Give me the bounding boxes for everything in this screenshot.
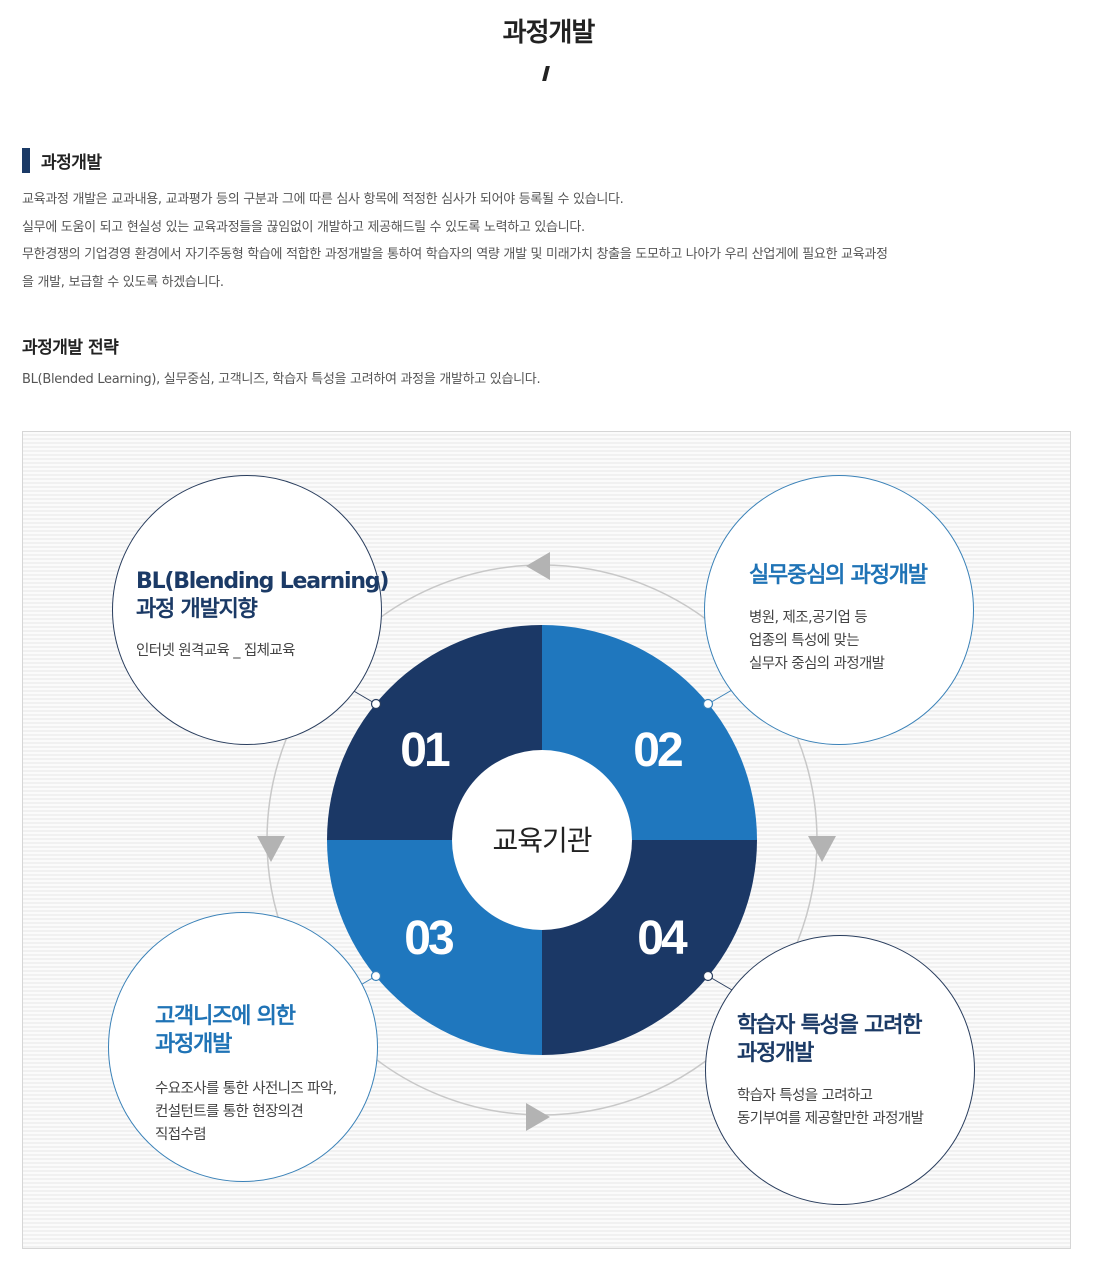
section-heading: 과정개발 [22,147,102,173]
strategy-title: 과정개발 전략 [22,338,119,358]
bubble-04-desc-line-2: 동기부여를 제공할만한 과정개발 [737,1111,924,1127]
arrow-down-right-icon [808,836,836,862]
bubble-03-description: 수요조사를 통한 사전니즈 파악, 컨설턴트를 통한 현장의견 직접수렴 [155,1078,337,1147]
bubble-04-title: 학습자 특성을 고려한 과정개발 [737,1012,922,1068]
intro-paragraph-2: 실무에 도움이 되고 현실성 있는 교육과정들을 끊임없이 개발하고 제공해드릴… [22,219,585,235]
bubble-01-title-line-2: 과정 개발지향 [136,597,258,622]
quadrant-number-01: 01 [400,724,450,777]
section-heading-bar [22,147,30,173]
bubble-02-description: 병원, 제조,공기업 등 업종의 특성에 맞는 실무자 중심의 과정개발 [749,607,885,676]
connector-dot-02 [702,698,714,710]
arrow-bottom-right-icon [526,1103,550,1131]
bubble-02-desc-line-3: 실무자 중심의 과정개발 [749,656,885,672]
bubble-04-title-line-1: 학습자 특성을 고려한 [737,1013,922,1038]
page-title: 과정개발 [502,18,596,48]
bubble-03-title-line-1: 고객니즈에 의한 [155,1004,296,1029]
connector-dot-03 [370,970,382,982]
bubble-02-title: 실무중심의 과정개발 [749,562,928,590]
intro-paragraph-3: 무한경쟁의 기업경영 환경에서 자기주동형 학습에 적합한 과정개발을 통하여 … [22,247,888,262]
bubble-02-title-line-1: 실무중심의 과정개발 [749,563,928,588]
quadrant-number-03: 03 [404,912,453,965]
arrow-top-left-icon [526,552,550,580]
bubble-04: 학습자 특성을 고려한 과정개발 학습자 특성을 고려하고 동기부여를 제공할만… [705,935,975,1205]
bubble-04-title-line-2: 과정개발 [737,1041,814,1066]
intro-text: 교육과정 개발은 교과내용, 교과평가 등의 구분과 그에 따른 심사 항목에 … [22,186,1077,296]
bubble-03-title-line-2: 과정개발 [155,1032,232,1057]
strategy-description: BL(Blended Learning), 실무중심, 고객니즈, 학습자 특성… [22,372,541,387]
bubble-03-title: 고객니즈에 의한 과정개발 [155,1003,296,1059]
bubble-04-description: 학습자 특성을 고려하고 동기부여를 제공할만한 과정개발 [737,1085,924,1131]
bubble-02: 실무중심의 과정개발 병원, 제조,공기업 등 업종의 특성에 맞는 실무자 중… [704,475,974,745]
quadrant-number-04: 04 [637,912,688,965]
connector-dot-04 [702,970,714,982]
intro-paragraph-1: 교육과정 개발은 교과내용, 교과평가 등의 구분과 그에 따른 심사 항목에 … [22,192,624,207]
bubble-01: BL(Blending Learning) 과정 개발지향 인터넷 원격교육 _… [112,475,389,745]
bubble-03: 고객니즈에 의한 과정개발 수요조사를 통한 사전니즈 파악, 컨설턴트를 통한… [108,912,378,1182]
quadrant-number-02: 02 [633,724,682,777]
bubble-02-desc-line-2: 업종의 특성에 맞는 [749,633,860,649]
bubble-02-desc-line-1: 병원, 제조,공기업 등 [749,610,868,626]
bubble-01-title-line-1: BL(Blending Learning) [136,569,389,594]
bubble-01-desc-line-1: 인터넷 원격교육 _ 집체교육 [136,643,295,659]
bubble-03-desc-line-3: 직접수렴 [155,1127,207,1143]
section-title: 과정개발 [41,152,102,173]
bubble-01-title: BL(Blending Learning) 과정 개발지향 [136,568,389,624]
arrow-down-left-icon [257,836,285,862]
bubble-03-desc-line-1: 수요조사를 통한 사전니즈 파악, [155,1081,337,1097]
bubble-03-desc-line-2: 컨설턴트를 통한 현장의견 [155,1104,304,1120]
bubble-01-description: 인터넷 원격교육 _ 집체교육 [136,640,295,663]
intro-paragraph-4: 을 개발, 보급할 수 있도록 하겠습니다. [22,274,224,290]
center-hub [452,750,632,930]
center-label: 교육기관 [492,825,591,856]
connector-dot-01 [370,698,382,710]
bubble-04-desc-line-1: 학습자 특성을 고려하고 [737,1088,873,1104]
